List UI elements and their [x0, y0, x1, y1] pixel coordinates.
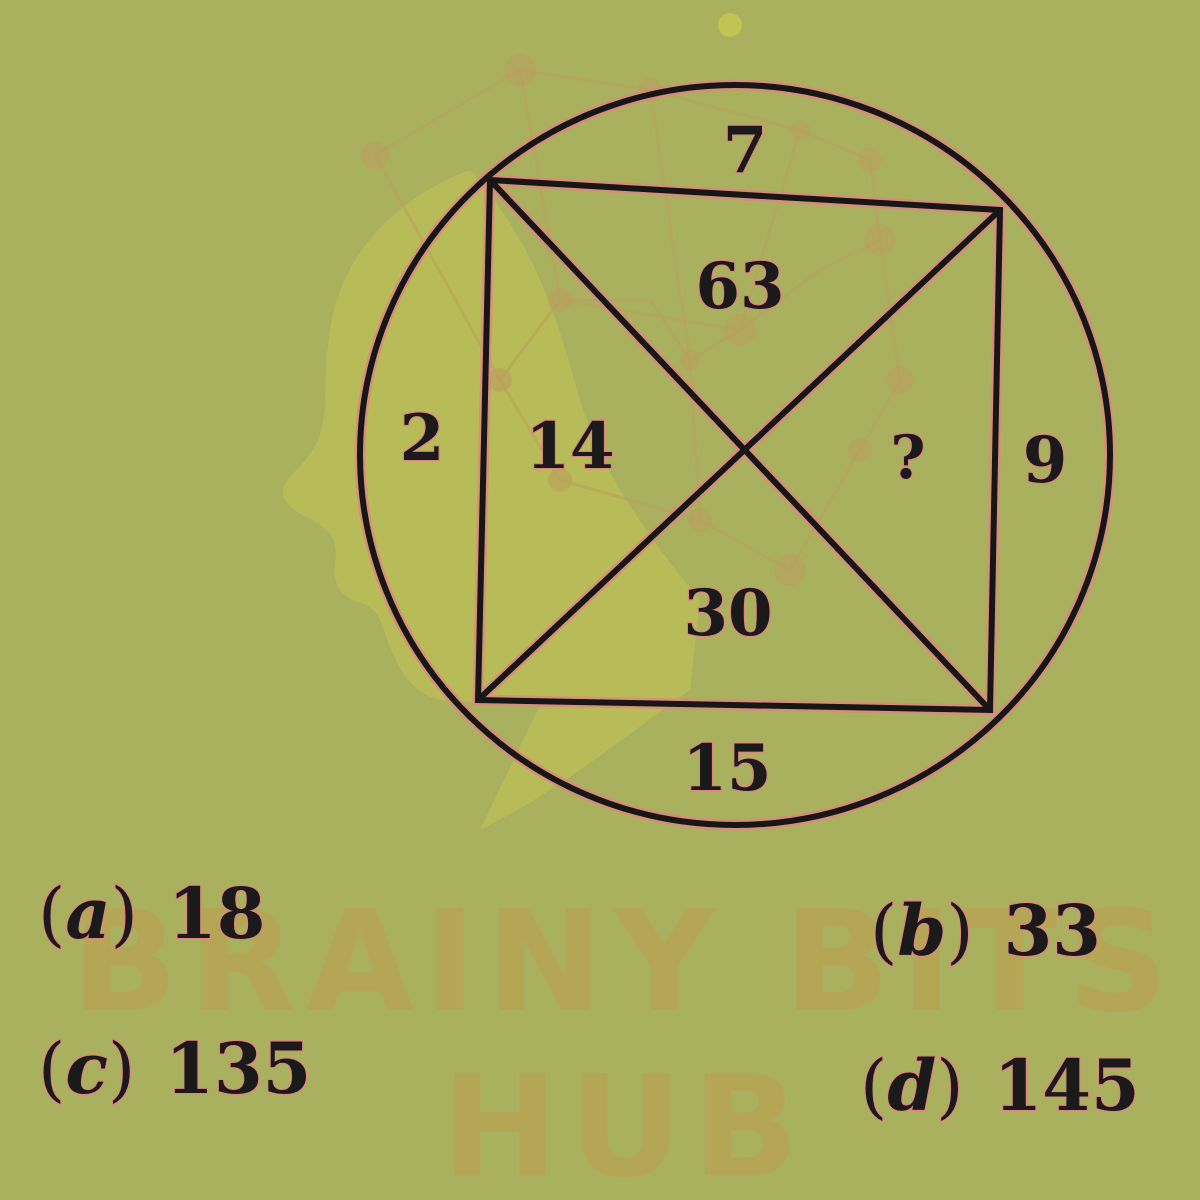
brand-logo: [282, 13, 914, 830]
triangle-left-number: 14: [525, 409, 614, 484]
puzzle-figure: 7 2 9 15 63 14 ? 30: [354, 79, 1116, 831]
option-a-value: 18: [168, 872, 265, 955]
triangle-bottom-number: 30: [683, 576, 772, 651]
option-d-letter: d: [887, 1044, 936, 1127]
arc-top-number: 7: [723, 113, 768, 188]
watermark-subtitle: HUB: [441, 1046, 809, 1200]
diagonal-2: [475, 207, 1003, 703]
option-b-value: 33: [1004, 889, 1101, 972]
option-c-value: 135: [165, 1027, 311, 1110]
outer-circle: [357, 82, 1113, 828]
option-b[interactable]: (b)33: [869, 888, 1103, 974]
option-d-value: 145: [994, 1044, 1140, 1127]
head-silhouette: [282, 170, 700, 830]
option-d[interactable]: (d)145: [859, 1043, 1141, 1129]
option-b-letter: b: [897, 889, 946, 972]
option-c[interactable]: (c)135: [37, 1026, 313, 1112]
watermark-title: BRAINY BITS: [71, 881, 1178, 1044]
option-a-letter: a: [65, 872, 110, 955]
answer-options: (a)18 (b)33 (c)135 (d)145: [37, 871, 1141, 1129]
triangle-right-unknown: ?: [890, 423, 925, 493]
arc-right-number: 9: [1023, 423, 1068, 498]
arc-left-number: 2: [400, 401, 445, 476]
logo-dot: [718, 13, 742, 37]
diagonal-1: [487, 177, 993, 713]
arc-bottom-number: 15: [682, 731, 771, 806]
triangle-top-number: 63: [695, 249, 784, 324]
option-a[interactable]: (a)18: [37, 871, 267, 957]
network-nodes: [361, 54, 914, 586]
option-c-letter: c: [65, 1027, 108, 1110]
